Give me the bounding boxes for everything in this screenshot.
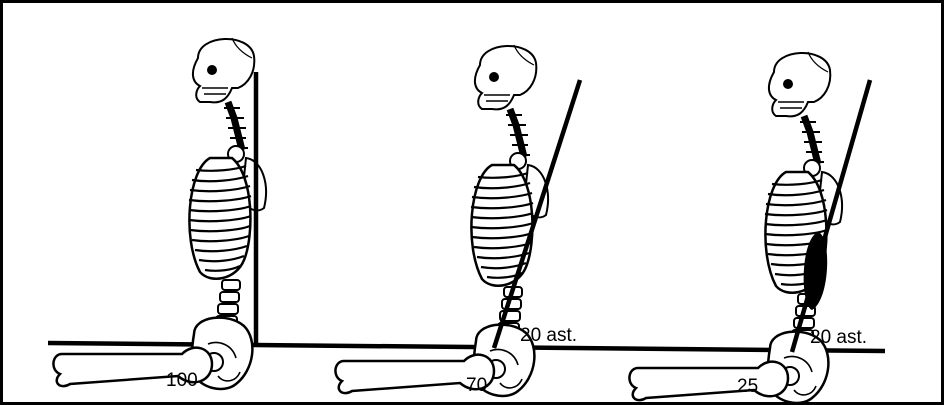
- value-label-3: 25: [737, 377, 758, 396]
- ground-line: [48, 343, 885, 351]
- angle-label-2: 20 ast.: [520, 326, 577, 345]
- value-label-2: 70: [466, 376, 487, 395]
- value-label-1: 100: [166, 371, 198, 390]
- skeleton-upright: [53, 38, 266, 389]
- angle-label-3: 20 ast.: [810, 328, 867, 347]
